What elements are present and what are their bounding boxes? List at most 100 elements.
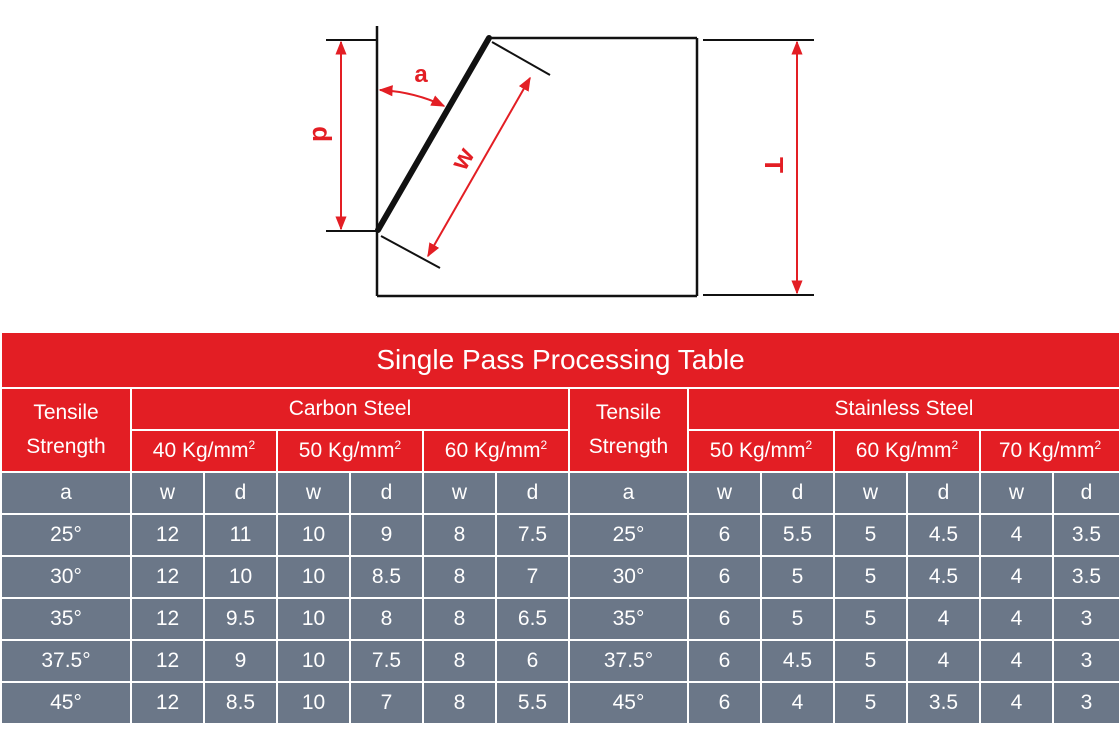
stainless-strength-header: 60 Kg/mm2 — [833, 429, 981, 473]
bevel-edge — [375, 35, 492, 233]
column-header: d — [495, 471, 570, 515]
table-cell: 45° — [568, 681, 689, 725]
table-cell: 6 — [687, 681, 762, 725]
table-cell: 6 — [687, 597, 762, 641]
column-header: w — [687, 471, 762, 515]
carbon-strength-header: 60 Kg/mm2 — [422, 429, 570, 473]
carbon-strength-header: 40 Kg/mm2 — [130, 429, 278, 473]
column-header: w — [276, 471, 351, 515]
table-cell: 4 — [979, 681, 1054, 725]
table-cell: 4 — [979, 555, 1054, 599]
table-cell: 10 — [276, 555, 351, 599]
table-title: Single Pass Processing Table — [0, 331, 1120, 389]
table-cell: 3 — [1051, 639, 1120, 683]
table-cell: 6 — [495, 639, 570, 683]
table-cell: 5.5 — [760, 513, 835, 557]
table-cell: 37.5° — [568, 639, 689, 683]
table-cell: 30° — [0, 555, 132, 599]
extension-lines — [326, 39, 814, 296]
table-cell: 10 — [276, 597, 351, 641]
stainless-strength-header: 50 Kg/mm2 — [687, 429, 835, 473]
table-cell: 7.5 — [495, 513, 570, 557]
stainless-steel-header: Stainless Steel — [686, 387, 1120, 431]
table-cell: 12 — [130, 597, 205, 641]
table-cell: 8.5 — [203, 681, 278, 725]
table-cell: 37.5° — [0, 639, 132, 683]
table-cell: 4 — [906, 639, 981, 683]
T-label: T — [759, 157, 789, 173]
table-cell: 3 — [1051, 681, 1120, 725]
column-header: d — [203, 471, 278, 515]
table-cell: 5 — [760, 597, 835, 641]
table-cell: 3.5 — [906, 681, 981, 725]
table-cell: 4.5 — [760, 639, 835, 683]
table-cell: 4 — [979, 597, 1054, 641]
table-cell: 5 — [833, 513, 908, 557]
table-cell: 12 — [130, 681, 205, 725]
a-angle-arc — [378, 85, 446, 107]
a-label: a — [414, 61, 428, 88]
table-cell: 8 — [422, 639, 497, 683]
table-cell: 12 — [130, 555, 205, 599]
table-cell: 5 — [760, 555, 835, 599]
w-dimension-line — [427, 76, 531, 258]
table-cell: 3.5 — [1051, 555, 1120, 599]
column-header: d — [760, 471, 835, 515]
table-cell: 8 — [422, 513, 497, 557]
column-header: w — [979, 471, 1054, 515]
column-header: w — [833, 471, 908, 515]
table-cell: 35° — [0, 597, 132, 641]
table-cell: 12 — [130, 639, 205, 683]
table-cell: 6.5 — [495, 597, 570, 641]
workpiece-outline — [375, 26, 699, 298]
table-cell: 7.5 — [349, 639, 424, 683]
table-cell: 10 — [203, 555, 278, 599]
table-cell: 25° — [568, 513, 689, 557]
w-label: w — [444, 142, 481, 176]
column-header: w — [130, 471, 205, 515]
column-header: d — [906, 471, 981, 515]
table-cell: 3 — [1051, 597, 1120, 641]
table-cell: 30° — [568, 555, 689, 599]
table-cell: 25° — [0, 513, 132, 557]
table-cell: 45° — [0, 681, 132, 725]
table-cell: 4 — [979, 639, 1054, 683]
table-cell: 10 — [276, 639, 351, 683]
table-cell: 7 — [495, 555, 570, 599]
table-cell: 7 — [349, 681, 424, 725]
d-label: d — [307, 126, 337, 142]
table-cell: 12 — [130, 513, 205, 557]
table-cell: 5 — [833, 681, 908, 725]
table-cell: 5 — [833, 639, 908, 683]
table-cell: 10 — [276, 681, 351, 725]
table-cell: 8 — [422, 681, 497, 725]
carbon-strength-header: 50 Kg/mm2 — [276, 429, 424, 473]
table-cell: 4 — [906, 597, 981, 641]
table-cell: 9 — [203, 639, 278, 683]
table-cell: 11 — [203, 513, 278, 557]
stainless-strength-header: 70 Kg/mm2 — [978, 429, 1120, 473]
table-cell: 6 — [687, 639, 762, 683]
column-header: a — [568, 471, 689, 515]
table-cell: 4.5 — [906, 555, 981, 599]
table-cell: 35° — [568, 597, 689, 641]
table-cell: 5.5 — [495, 681, 570, 725]
table-cell: 8 — [349, 597, 424, 641]
column-header: d — [349, 471, 424, 515]
table-cell: 4 — [760, 681, 835, 725]
table-cell: 10 — [276, 513, 351, 557]
table-cell: 8.5 — [349, 555, 424, 599]
table-cell: 4 — [979, 513, 1054, 557]
table-cell: 8 — [422, 597, 497, 641]
column-header: w — [422, 471, 497, 515]
carbon-steel-header: Carbon Steel — [130, 387, 570, 431]
table-cell: 5 — [833, 555, 908, 599]
column-header: d — [1051, 471, 1120, 515]
table-cell: 6 — [687, 555, 762, 599]
